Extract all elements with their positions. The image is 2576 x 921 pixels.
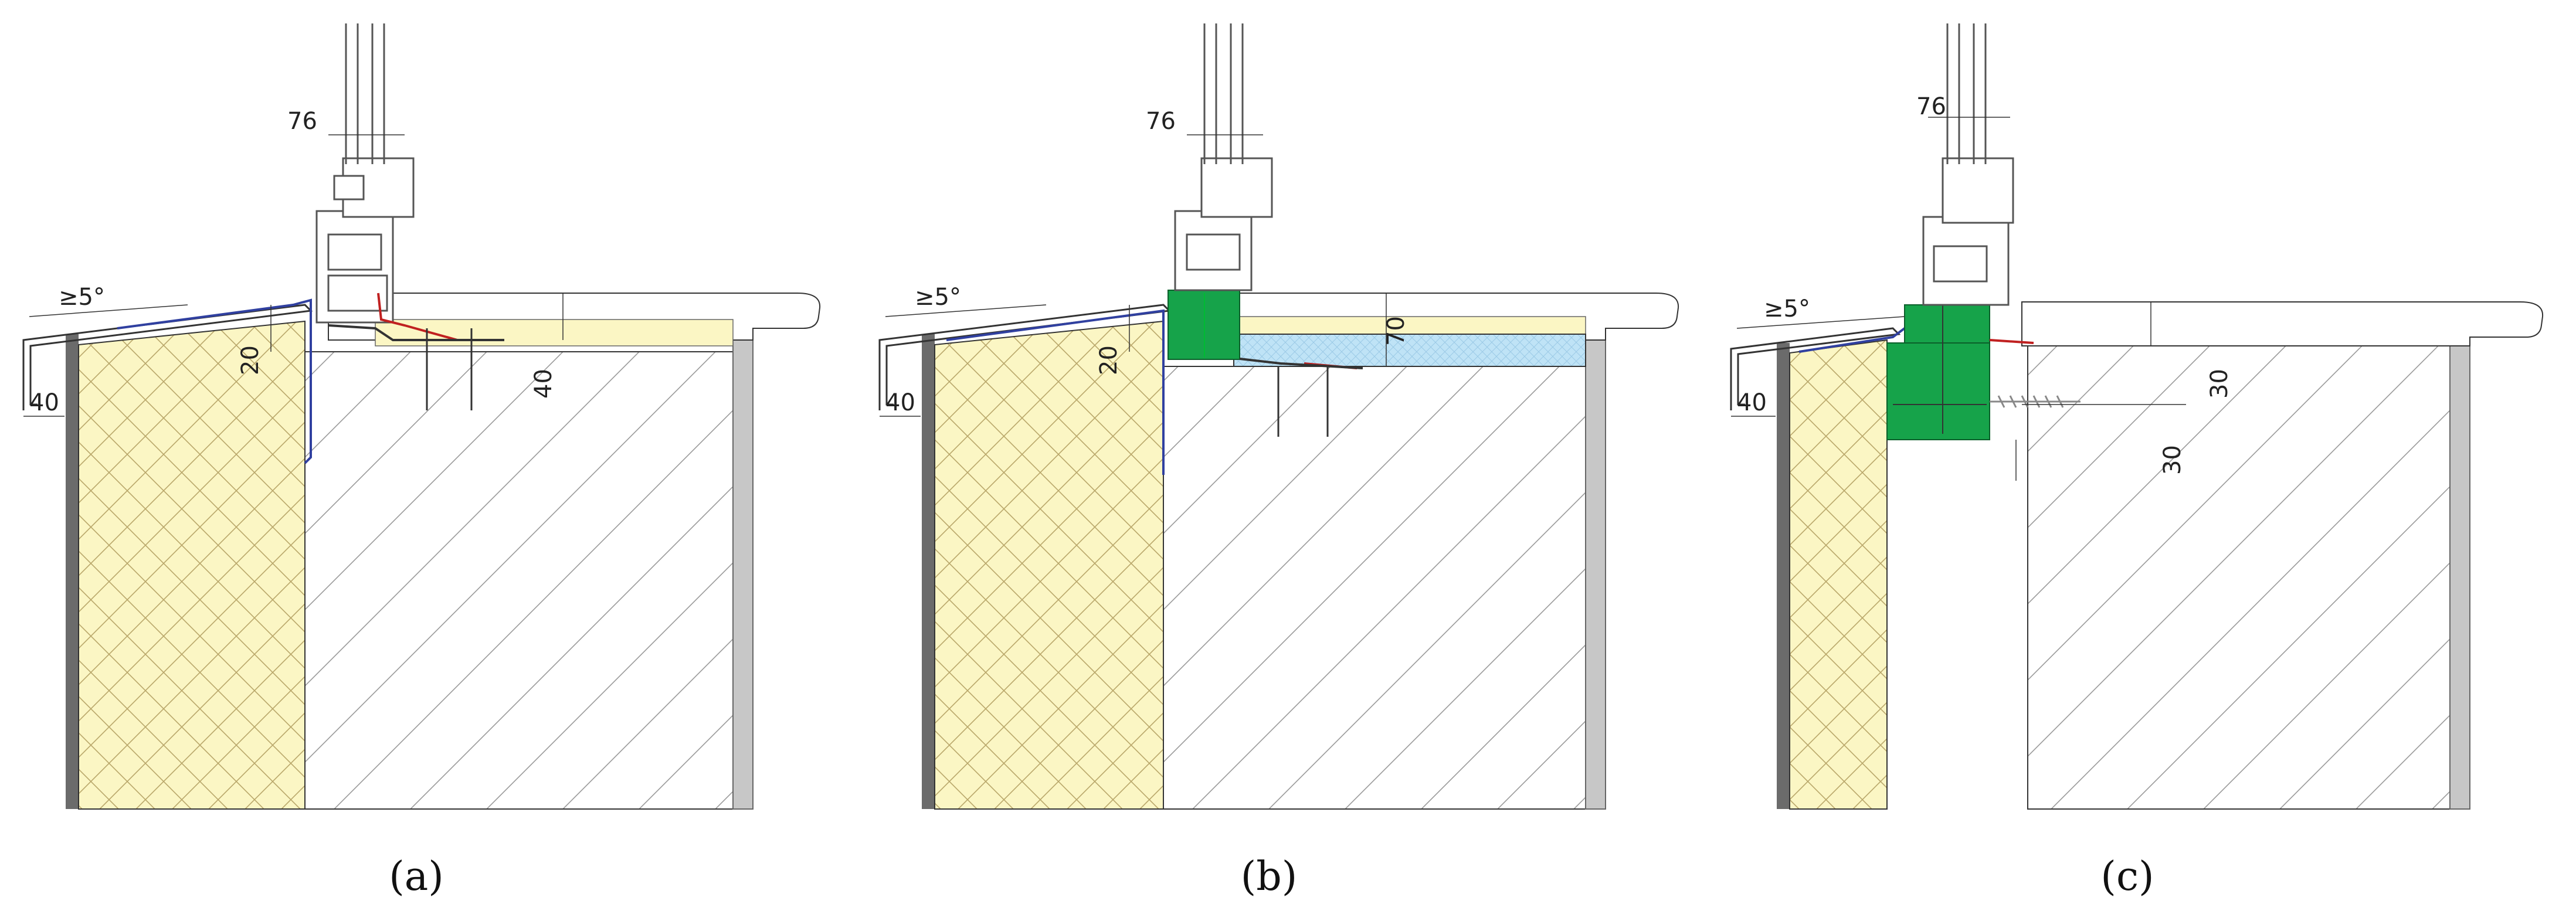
blue-membrane <box>1798 327 1906 353</box>
panel-a: 76 ≥5° 20 40 40 (a) <box>0 0 858 921</box>
masonry-wall <box>1163 366 1586 810</box>
interior-plaster <box>732 316 754 810</box>
anchor-block-upper <box>1904 304 1990 346</box>
window-frame <box>1174 23 1273 291</box>
dim-frame-width: 76 <box>287 108 317 135</box>
window-frame <box>315 23 415 324</box>
sill-insulation <box>1233 316 1586 335</box>
dim-offset-horizontal: 30 <box>2159 445 2186 475</box>
caption-b: (b) <box>1240 854 1298 900</box>
section-drawing-c: 76 ≥5° 30 30 40 <box>1730 23 2544 810</box>
section-drawing-a: 76 ≥5° 20 40 40 <box>22 23 821 810</box>
dim-slope: ≥5° <box>915 284 961 311</box>
window-frame <box>1922 23 2014 306</box>
screw-anchor <box>1990 395 2081 408</box>
eps-blue-layer <box>1233 334 1586 367</box>
interior-sill-board <box>2021 301 2544 346</box>
dim-block-height: 70 <box>1383 316 1410 346</box>
masonry-wall <box>2027 342 2451 810</box>
red-membrane <box>377 293 458 341</box>
anchor-block-lower <box>1886 342 1990 440</box>
insulation-layer <box>1789 339 1888 810</box>
exterior-render <box>66 334 79 809</box>
caption-c: (c) <box>2100 854 2154 900</box>
dim-slope: ≥5° <box>59 284 105 311</box>
screw-anchor <box>426 328 473 410</box>
red-membrane <box>1989 339 2034 344</box>
insulation-layer <box>78 320 306 810</box>
exterior-render <box>1777 343 1790 809</box>
interior-plaster <box>1585 316 1606 810</box>
connector-band <box>1239 358 1363 369</box>
dim-frame-width: 76 <box>1146 108 1176 135</box>
dim-insulation-offset: 20 <box>237 345 264 375</box>
caption-a: (a) <box>389 854 444 900</box>
screw-anchor <box>1277 366 1329 437</box>
interior-plaster <box>2449 325 2470 810</box>
dim-offset-vertical: 30 <box>2206 369 2233 399</box>
dim-render: 40 <box>885 389 915 416</box>
dim-render: 40 <box>1737 389 1767 416</box>
blue-membrane <box>117 298 312 464</box>
dim-slope: ≥5° <box>1764 295 1810 322</box>
dim-frame-width: 76 <box>1916 93 1946 120</box>
connector-band <box>328 324 504 341</box>
dim-insulation-offset: 20 <box>1095 345 1122 375</box>
blue-membrane <box>946 309 1165 475</box>
exterior-sill-flashing <box>1730 327 1901 410</box>
insulation-layer <box>934 320 1164 810</box>
section-drawing-b: 76 ≥5° 20 70 40 <box>878 23 1679 810</box>
panel-b: 76 ≥5° 20 70 40 (b) <box>858 0 1717 921</box>
dim-sill-depth: 40 <box>530 369 557 399</box>
panel-c: 76 ≥5° 30 30 40 (c) <box>1717 0 2575 921</box>
exterior-render <box>922 334 935 809</box>
dim-render: 40 <box>29 389 59 416</box>
masonry-wall <box>304 351 734 810</box>
